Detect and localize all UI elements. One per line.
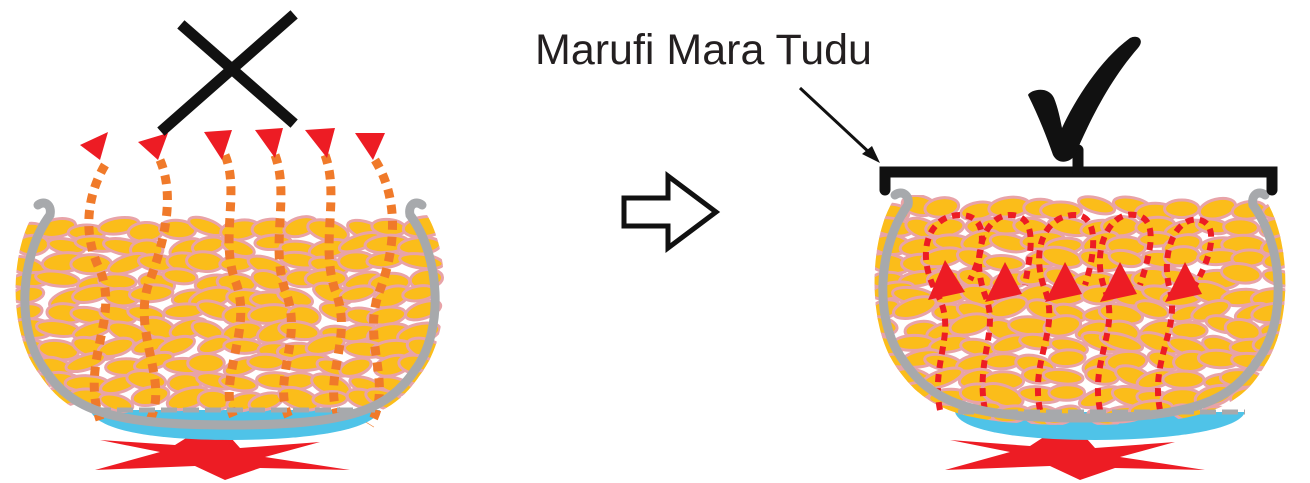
rice-grain <box>398 252 445 271</box>
right-pot-group <box>874 144 1286 480</box>
check-mark-icon <box>1028 36 1141 162</box>
right-pot-outline <box>878 188 1283 423</box>
rice-grain <box>246 352 286 372</box>
left-pot-outline <box>20 198 440 430</box>
rice-grain <box>1219 262 1263 285</box>
rice-grain <box>1255 381 1286 404</box>
rice-grain <box>1047 383 1086 402</box>
rice-grain <box>1222 217 1260 238</box>
rice-grain <box>874 399 911 420</box>
rice-grain <box>161 267 199 286</box>
rice-grain <box>15 386 51 411</box>
rice-grain <box>338 356 373 378</box>
rice-grain <box>1197 196 1238 221</box>
left-steam-arrowheads <box>80 128 385 160</box>
right-steam-paths <box>923 211 1215 411</box>
rice-grain <box>892 295 938 320</box>
rice-grain <box>1249 403 1286 425</box>
left-pot-group <box>15 128 445 480</box>
rice-grain <box>1134 299 1170 320</box>
arrow-right-icon <box>621 171 721 253</box>
rice-grain <box>1261 200 1286 221</box>
lid-label: Marufi Mara Tudu <box>535 26 872 74</box>
rice-grain <box>1163 198 1201 220</box>
lid <box>879 144 1278 196</box>
rice-grain <box>1098 331 1145 353</box>
left-steam-paths <box>84 153 397 428</box>
rice-grain <box>1107 248 1144 269</box>
rice-grain <box>222 337 263 355</box>
rice-grain <box>69 253 114 276</box>
rice-grain <box>1077 195 1117 216</box>
rice-grain <box>128 283 175 304</box>
right-fire <box>945 420 1205 480</box>
left-fire <box>95 420 350 480</box>
rice-grain <box>1042 314 1083 338</box>
label-pointer <box>798 86 880 163</box>
rice-grain <box>987 295 1029 320</box>
rice-grain <box>186 351 226 375</box>
right-steam-arrowheads <box>928 260 1202 302</box>
rice-grain <box>1047 348 1087 369</box>
rice-grain <box>1161 369 1206 390</box>
rice-grain <box>874 380 914 405</box>
cross-mark-icon <box>157 10 298 136</box>
